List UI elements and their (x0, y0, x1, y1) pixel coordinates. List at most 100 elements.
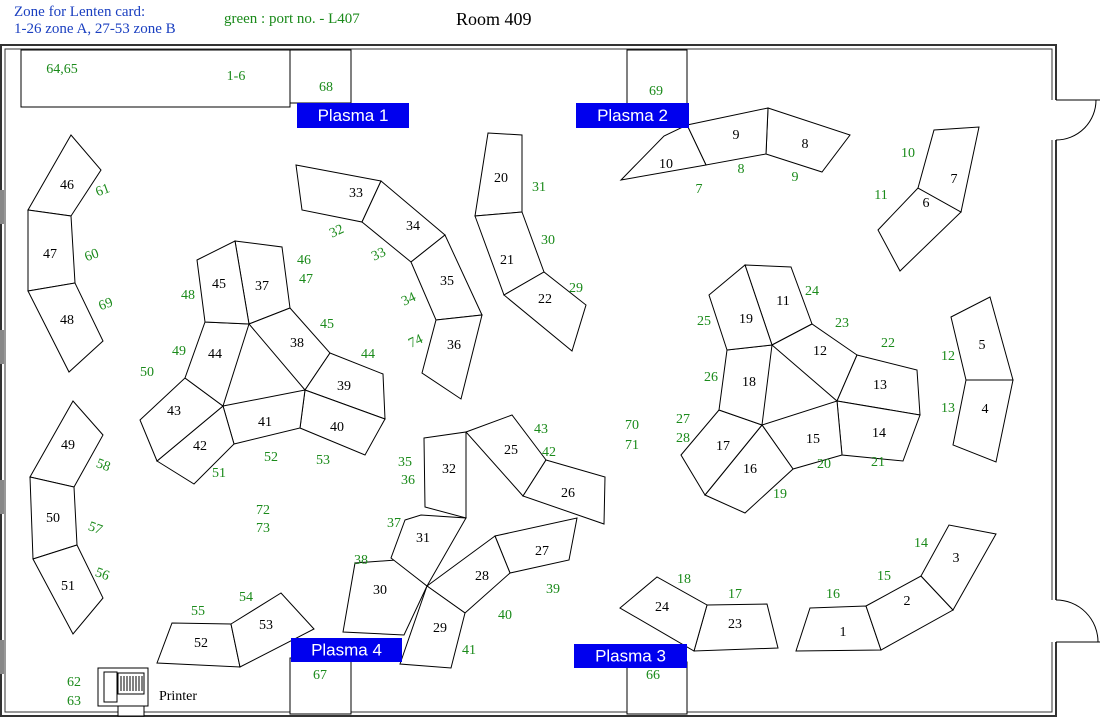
desk-number: 39 (337, 379, 351, 394)
port-number: 41 (462, 643, 476, 658)
port-number: 60 (83, 246, 101, 265)
desk-number: 38 (290, 336, 304, 351)
port-number: 62 (67, 675, 81, 690)
port-number: 68 (319, 80, 333, 95)
port-number: 45 (320, 317, 334, 332)
cabinet-69 (626, 49, 688, 106)
desk-number: 43 (167, 404, 181, 419)
inner-wall (4, 48, 1053, 713)
desk-7 (917, 126, 980, 213)
port-number: 31 (532, 180, 546, 195)
zone-note-line2: 1-26 zone A, 27-53 zone B (14, 21, 176, 38)
desk-31 (390, 514, 467, 587)
desk-number: 24 (655, 600, 669, 615)
desk-number: 9 (733, 128, 740, 143)
port-number: 57 (86, 519, 104, 538)
printer-icon-tray (117, 705, 145, 717)
desk-number: 27 (535, 544, 549, 559)
port-number: 44 (361, 347, 375, 362)
port-number: 72 (256, 503, 270, 518)
desk-number: 25 (504, 443, 518, 458)
desk-number: 30 (373, 583, 387, 598)
desk-number: 17 (716, 439, 730, 454)
port-number: 35 (398, 455, 412, 470)
port-number: 40 (498, 608, 512, 623)
port-number: 18 (677, 572, 691, 587)
port-number: 73 (256, 521, 270, 536)
port-number: 10 (901, 146, 915, 161)
port-number: 21 (871, 455, 885, 470)
port-number: 12 (941, 349, 955, 364)
port-number: 25 (697, 314, 711, 329)
room-title: Room 409 (456, 9, 532, 29)
port-number: 66 (646, 668, 660, 683)
desk-22 (503, 271, 587, 352)
desk-number: 28 (475, 569, 489, 584)
desk-number: 7 (951, 172, 958, 187)
port-number: 16 (826, 587, 840, 602)
port-number: 53 (316, 453, 330, 468)
desk-number: 35 (440, 274, 454, 289)
port-number: 17 (728, 587, 742, 602)
port-number: 29 (569, 281, 583, 296)
desk-number: 8 (802, 137, 809, 152)
port-number: 26 (704, 370, 718, 385)
port-number: 37 (387, 516, 401, 531)
desk-number: 5 (979, 338, 986, 353)
desk-number: 4 (982, 402, 989, 417)
port-number: 7 (696, 182, 703, 197)
port-number: 64,65 (46, 62, 78, 77)
desk-51 (32, 544, 104, 635)
port-number: 43 (534, 422, 548, 437)
port-number: 20 (817, 457, 831, 472)
desk-48 (27, 282, 104, 373)
cabinet-top-left (20, 49, 291, 108)
cabinet-67 (289, 657, 352, 715)
door-gap-bottom (1050, 600, 1060, 642)
desk-46 (27, 134, 102, 217)
desk-number: 16 (743, 462, 757, 477)
desk-number: 18 (742, 375, 756, 390)
wall-tick (0, 480, 4, 514)
port-number: 69 (97, 295, 115, 314)
desk-number: 52 (194, 636, 208, 651)
zone-note-line1: Zone for Lenten card: (14, 4, 146, 20)
desk-number: 19 (739, 312, 753, 327)
door-bottom (1055, 599, 1100, 643)
desk-number: 29 (433, 621, 447, 636)
port-number: 50 (140, 365, 154, 380)
printer-icon-part (103, 671, 118, 703)
desk-number: 41 (258, 415, 272, 430)
desk-3 (920, 524, 997, 611)
door-gap-top (1050, 100, 1060, 140)
port-number: 52 (264, 450, 278, 465)
port-number: 48 (181, 288, 195, 303)
desk-number: 21 (500, 253, 514, 268)
port-number: 70 (625, 418, 639, 433)
port-number: 27 (676, 412, 690, 427)
desk-number: 11 (776, 294, 789, 309)
port-number: 47 (299, 272, 313, 287)
desk-number: 34 (406, 219, 420, 234)
desk-number: 50 (46, 511, 60, 526)
port-number: 15 (877, 569, 891, 584)
desk-19 (708, 264, 773, 351)
port-number: 14 (914, 536, 928, 551)
desk-number: 3 (953, 551, 960, 566)
desk-number: 14 (872, 426, 886, 441)
door-top (1055, 99, 1100, 141)
printer-label: Printer (159, 689, 197, 704)
zone-note: Zone for Lenten card: 1-26 zone A, 27-53… (14, 4, 176, 39)
desk-45 (196, 240, 250, 325)
port-number: 63 (67, 694, 81, 709)
port-number: 28 (676, 431, 690, 446)
desk-24 (619, 576, 708, 652)
printer-icon-screen (117, 672, 145, 695)
desk-number: 26 (561, 486, 575, 501)
plasma-label: Plasma 1 (318, 106, 389, 125)
desk-number: 36 (447, 338, 461, 353)
port-number: 49 (172, 344, 186, 359)
port-number: 61 (94, 181, 112, 200)
port-number: 24 (805, 284, 819, 299)
